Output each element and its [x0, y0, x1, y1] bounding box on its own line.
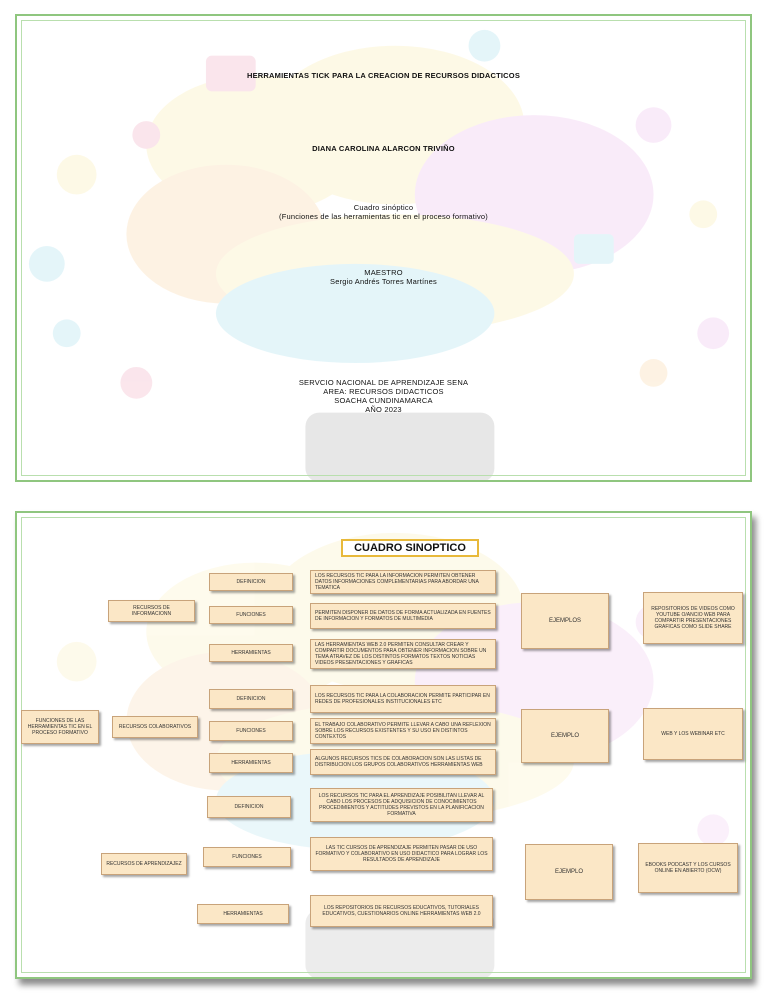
row-label: HERRAMIENTAS	[209, 644, 293, 662]
group-name: RECURSOS COLABORATIVOS	[112, 716, 198, 738]
row-label: FUNCIONES	[209, 606, 293, 624]
synoptic-chart-page: CUADRO SINOPTICO FUNCIONES DE LAS HERRAM…	[15, 511, 752, 979]
cover-doc-type: Cuadro sinóptico	[353, 203, 414, 212]
row-label: DEFINICION	[209, 573, 293, 591]
example-text: REPOSITORIOS DE VIDEOS COMO YOUTUBE O/AN…	[643, 592, 743, 644]
cover-doc-subtitle: (Funciones de las herramientas tic en el…	[279, 212, 488, 221]
row-text: LOS RECURSOS TIC PARA LA COLABORACION PE…	[310, 685, 496, 713]
row-text: EL TRABAJO COLABORATIVO PERMITE LLEVAR A…	[310, 718, 496, 744]
cover-area: AREA: RECURSOS DIDACTICOS	[323, 387, 444, 396]
example-text: WEB Y LOS WEBINAR ETC	[643, 708, 743, 760]
row-text: LOS RECURSOS TIC PARA EL APRENDIZAJE POS…	[310, 788, 493, 822]
row-label: HERRAMIENTAS	[197, 904, 289, 924]
cover-page: HERRAMIENTAS TICK PARA LA CREACION DE RE…	[15, 14, 752, 482]
row-label: DEFINICION	[207, 796, 291, 818]
row-text: LOS RECURSOS TIC PARA LA INFORMACION PER…	[310, 570, 496, 594]
row-label: DEFINICION	[209, 689, 293, 709]
cover-teacher-name: Sergio Andrés Torres Martínes	[330, 277, 437, 286]
example-label: EJEMPLO	[525, 844, 613, 900]
group-name: RECURSOS DE INFORMACIONN	[108, 600, 195, 622]
row-text: LOS REPOSITORIOS DE RECURSOS EDUCATIVOS,…	[310, 895, 493, 927]
example-label: EJEMPLOS	[521, 593, 609, 649]
cover-institution: SERVCIO NACIONAL DE APRENDIZAJE SENA	[298, 378, 469, 387]
cover-teacher-label: MAESTRO	[364, 268, 403, 277]
example-label: EJEMPLO	[521, 709, 609, 763]
root-node: FUNCIONES DE LAS HERRAMIENTAS TIC EN EL …	[21, 710, 99, 744]
row-text: ALGUNOS RECURSOS TICS DE COLABORACION SO…	[310, 749, 496, 775]
example-text: EBOOKS PODCAST Y LOS CURSOS ONLINE EN AB…	[638, 843, 738, 893]
row-text: PERMITEN DISPONER DE DATOS DE FORMA ACTU…	[310, 603, 496, 629]
row-text: LAS HERRAMIENTAS WEB 2.0 PERMITEN CONSUL…	[310, 639, 496, 669]
row-label: FUNCIONES	[209, 721, 293, 741]
cover-year: AÑO 2023	[365, 405, 402, 414]
chart-title: CUADRO SINOPTICO	[341, 539, 479, 557]
row-label: HERRAMIENTAS	[209, 753, 293, 773]
row-text: LAS TIC CURSOS DE APRENDIZAJE PERMITEN P…	[310, 837, 493, 871]
group-name: RECURSOS DE APRENDIZAJEZ	[101, 853, 187, 875]
cover-author: DIANA CAROLINA ALARCON TRIVIÑO	[312, 144, 455, 153]
cover-title: HERRAMIENTAS TICK PARA LA CREACION DE RE…	[246, 71, 521, 80]
row-label: FUNCIONES	[203, 847, 291, 867]
cloud-background-illustration	[28, 29, 730, 480]
cover-city: SOACHA CUNDINAMARCA	[334, 396, 433, 405]
